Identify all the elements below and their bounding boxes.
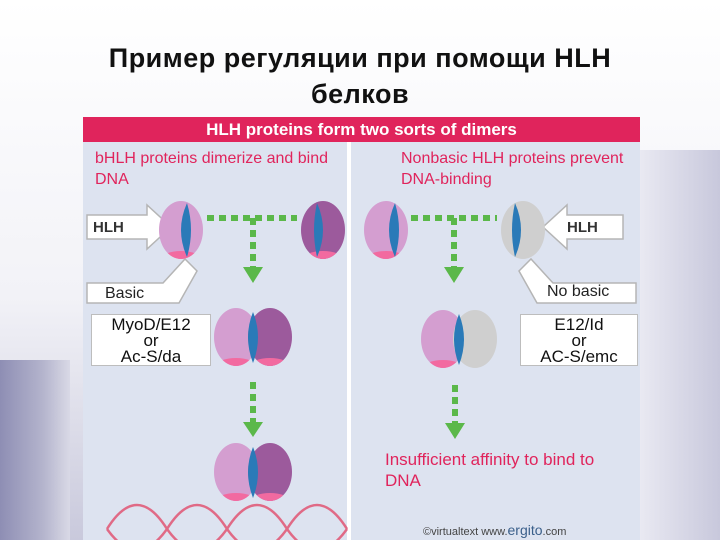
bhlh-monomer-dark [301,201,345,259]
left-arrow-icon [541,203,624,251]
slide-title: Пример регуляции при помощи HLH белков [108,43,612,109]
left-dimer-label-box: MyoD/E12 or Ac-S/da [91,314,211,366]
left-box-line1: MyoD/E12 [111,315,191,334]
hlh-label-right: HLH [567,219,598,236]
panel-divider [347,142,351,540]
no-basic-arrow-icon [518,257,637,304]
figure-header: HLH proteins form two sorts of dimers [83,117,640,142]
right-box-line1: E12/Id [554,315,604,334]
right-panel-caption: Nonbasic HLH proteins prevent DNA-bindin… [401,150,624,188]
left-panel-caption: bHLH proteins dimerize and bind DNA [95,150,329,188]
hlh-monomer-nonbasic [501,201,545,259]
arrowhead-icon [444,267,464,283]
left-decor-band [0,360,70,540]
right-decor-band [640,150,720,540]
bhlh-dimer-on-dna [214,443,292,501]
diagram-artwork [86,201,637,540]
dashed-arrow-icon [207,215,297,267]
bhlh-dimer [214,308,292,366]
arrowhead-icon [445,423,465,439]
insufficient-affinity-text: Insufficient affinity to bind to DNA [385,450,595,490]
hlh-monomer-basic [364,201,408,259]
credit-line: ©virtualtext www.ergito.com [423,522,566,538]
dna-helix-icon [105,503,349,540]
right-box-line2: or [571,331,587,350]
right-arrow-icon [86,203,173,251]
arrowhead-icon [243,422,263,437]
basic-label: Basic [105,285,145,302]
credit-prefix: ©virtualtext www. [423,526,508,538]
credit-brand: ergito [507,522,543,538]
basic-arrow-icon [86,257,198,304]
credit-suffix: .com [542,526,567,538]
left-box-line3: Ac-S/da [120,347,182,366]
arrowhead-icon [243,267,263,283]
dashed-arrow-right-icon [411,215,497,267]
no-basic-label: No basic [547,283,610,300]
bhlh-monomer-light [159,201,203,259]
right-box-line3: AC-S/emc [540,347,618,366]
hlh-label-left: HLH [93,219,124,236]
left-box-line2: or [143,331,159,350]
hlh-figure: HLH proteins form two sorts of dimers bH… [83,117,640,540]
right-dimer-label-box: E12/Id or AC-S/emc [520,314,638,366]
hlh-heterodimer [421,310,497,368]
